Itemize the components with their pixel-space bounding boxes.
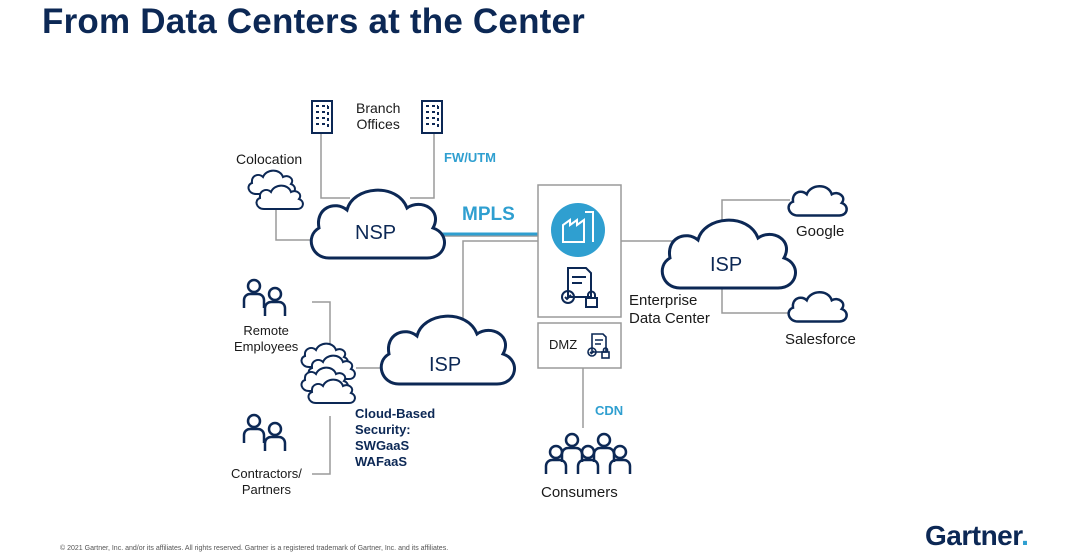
cdn-label: CDN: [595, 403, 624, 418]
google-label: Google: [796, 223, 845, 240]
colocation-label: Colocation: [236, 151, 303, 167]
salesforce-line: [721, 280, 790, 314]
branch-building-icon-right: [421, 100, 443, 134]
contractor-bracket: [312, 416, 331, 475]
google-cloud-icon: [787, 185, 848, 217]
remote-employees-label: Remote Employees: [234, 323, 299, 354]
colocation-line: [275, 208, 322, 241]
secure-document-icon: [561, 267, 598, 308]
nsp-cloud-label: NSP: [355, 222, 397, 244]
branch-right-line: [410, 133, 435, 199]
consumers-icon: [544, 432, 632, 476]
isp-right-cloud-label: ISP: [710, 254, 743, 276]
dmz-box: [537, 322, 622, 369]
contractors-icon: [242, 413, 287, 453]
copyright-footer: © 2021 Gartner, Inc. and/or its affiliat…: [60, 545, 449, 552]
branch-left-line: [320, 133, 350, 199]
isp-left-up-line: [462, 240, 548, 325]
dmz-icon: [587, 333, 610, 359]
google-line: [721, 199, 790, 225]
page-title: From Data Centers at the Center: [42, 2, 585, 41]
isp-left-cloud-label: ISP: [429, 354, 462, 376]
salesforce-cloud-icon: [787, 291, 848, 323]
firewall-icon: [551, 203, 605, 257]
dmz-label: DMZ: [549, 337, 578, 352]
contractors-partners-label: Contractors/ Partners: [231, 466, 302, 497]
mpls-label: MPLS: [462, 204, 515, 225]
consumers-label: Consumers: [541, 484, 618, 501]
salesforce-label: Salesforce: [785, 331, 856, 348]
branch-building-icon-left: [311, 100, 333, 134]
branch-offices-label: Branch Offices: [356, 100, 401, 132]
gartner-logo: Gartner.: [925, 520, 1029, 551]
enterprise-data-center-label: Enterprise Data Center: [629, 292, 710, 327]
cloud-security-label: Cloud-Based Security: SWGaaS WAFaaS: [355, 406, 436, 469]
fw-utm-label: FW/UTM: [444, 150, 496, 165]
remote-bracket: [312, 301, 331, 350]
remote-employees-icon: [242, 278, 287, 318]
